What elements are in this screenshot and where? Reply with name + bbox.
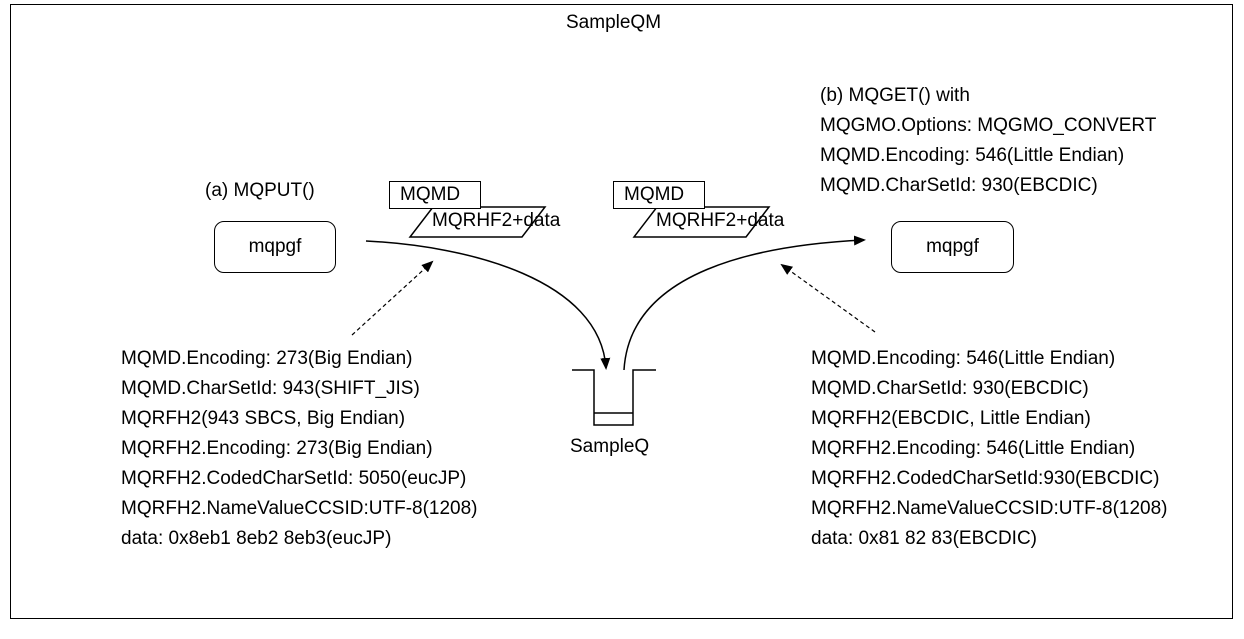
- get-detail-line: MQRFH2.CodedCharSetId:930(EBCDIC): [811, 468, 1160, 489]
- get-label-line: (b) MQGET() with: [820, 85, 970, 106]
- queue-label: SampleQ: [570, 436, 650, 457]
- get-details: MQMD.Encoding: 546(Little Endian) MQMD.C…: [811, 344, 1168, 554]
- get-flow-arrow: [623, 235, 866, 371]
- get-detail-line: MQRFH2.NameValueCCSID:UTF-8(1208): [811, 498, 1168, 519]
- get-detail-line: MQMD.Encoding: 546(Little Endian): [811, 348, 1116, 369]
- diagram-title: SampleQM: [566, 12, 662, 33]
- get-detail-line: MQRFH2.Encoding: 546(Little Endian): [811, 438, 1136, 459]
- put-mqmd-box: MQMD: [389, 181, 481, 209]
- put-mqmd-label: MQMD: [400, 184, 461, 205]
- put-detail-line: MQMD.Encoding: 273(Big Endian): [121, 348, 413, 369]
- put-program-label: mqpgf: [248, 236, 302, 257]
- get-message-body-label: MQRHF2+data: [656, 210, 785, 231]
- put-callout-line: [351, 260, 434, 336]
- put-details: MQMD.Encoding: 273(Big Endian) MQMD.Char…: [121, 344, 478, 554]
- put-label: (a) MQPUT(): [205, 180, 315, 201]
- get-detail-line: MQMD.CharSetId: 930(EBCDIC): [811, 378, 1089, 399]
- get-program-box: mqpgf: [891, 221, 1014, 273]
- queue-shape: [572, 369, 656, 426]
- put-detail-line: MQRFH2(943 SBCS, Big Endian): [121, 408, 406, 429]
- put-detail-line: MQRFH2.CodedCharSetId: 5050(eucJP): [121, 468, 467, 489]
- get-message-body-shape: [632, 206, 771, 238]
- put-message-body-label: MQRHF2+data: [432, 210, 561, 231]
- get-callout-line: [780, 263, 876, 333]
- put-detail-line: MQMD.CharSetId: 943(SHIFT_JIS): [121, 378, 420, 399]
- get-mqmd-label: MQMD: [624, 184, 685, 205]
- put-detail-line: MQRFH2.NameValueCCSID:UTF-8(1208): [121, 498, 478, 519]
- put-detail-line: data: 0x8eb1 8eb2 8eb3(eucJP): [121, 528, 392, 549]
- queue-manager-frame: [10, 4, 1233, 619]
- get-program-label: mqpgf: [926, 236, 979, 257]
- get-label: (b) MQGET() with MQGMO.Options: MQGMO_CO…: [820, 81, 1156, 201]
- put-message-body-shape: [408, 206, 547, 238]
- get-detail-line: data: 0x81 82 83(EBCDIC): [811, 528, 1038, 549]
- get-label-line: MQMD.CharSetId: 930(EBCDIC): [820, 175, 1098, 196]
- get-label-line: MQMD.Encoding: 546(Little Endian): [820, 145, 1125, 166]
- put-detail-line: MQRFH2.Encoding: 273(Big Endian): [121, 438, 433, 459]
- put-program-box: mqpgf: [214, 221, 336, 273]
- get-detail-line: MQRFH2(EBCDIC, Little Endian): [811, 408, 1091, 429]
- get-label-line: MQGMO.Options: MQGMO_CONVERT: [820, 115, 1157, 136]
- get-mqmd-box: MQMD: [613, 181, 705, 209]
- put-flow-arrow: [365, 240, 611, 370]
